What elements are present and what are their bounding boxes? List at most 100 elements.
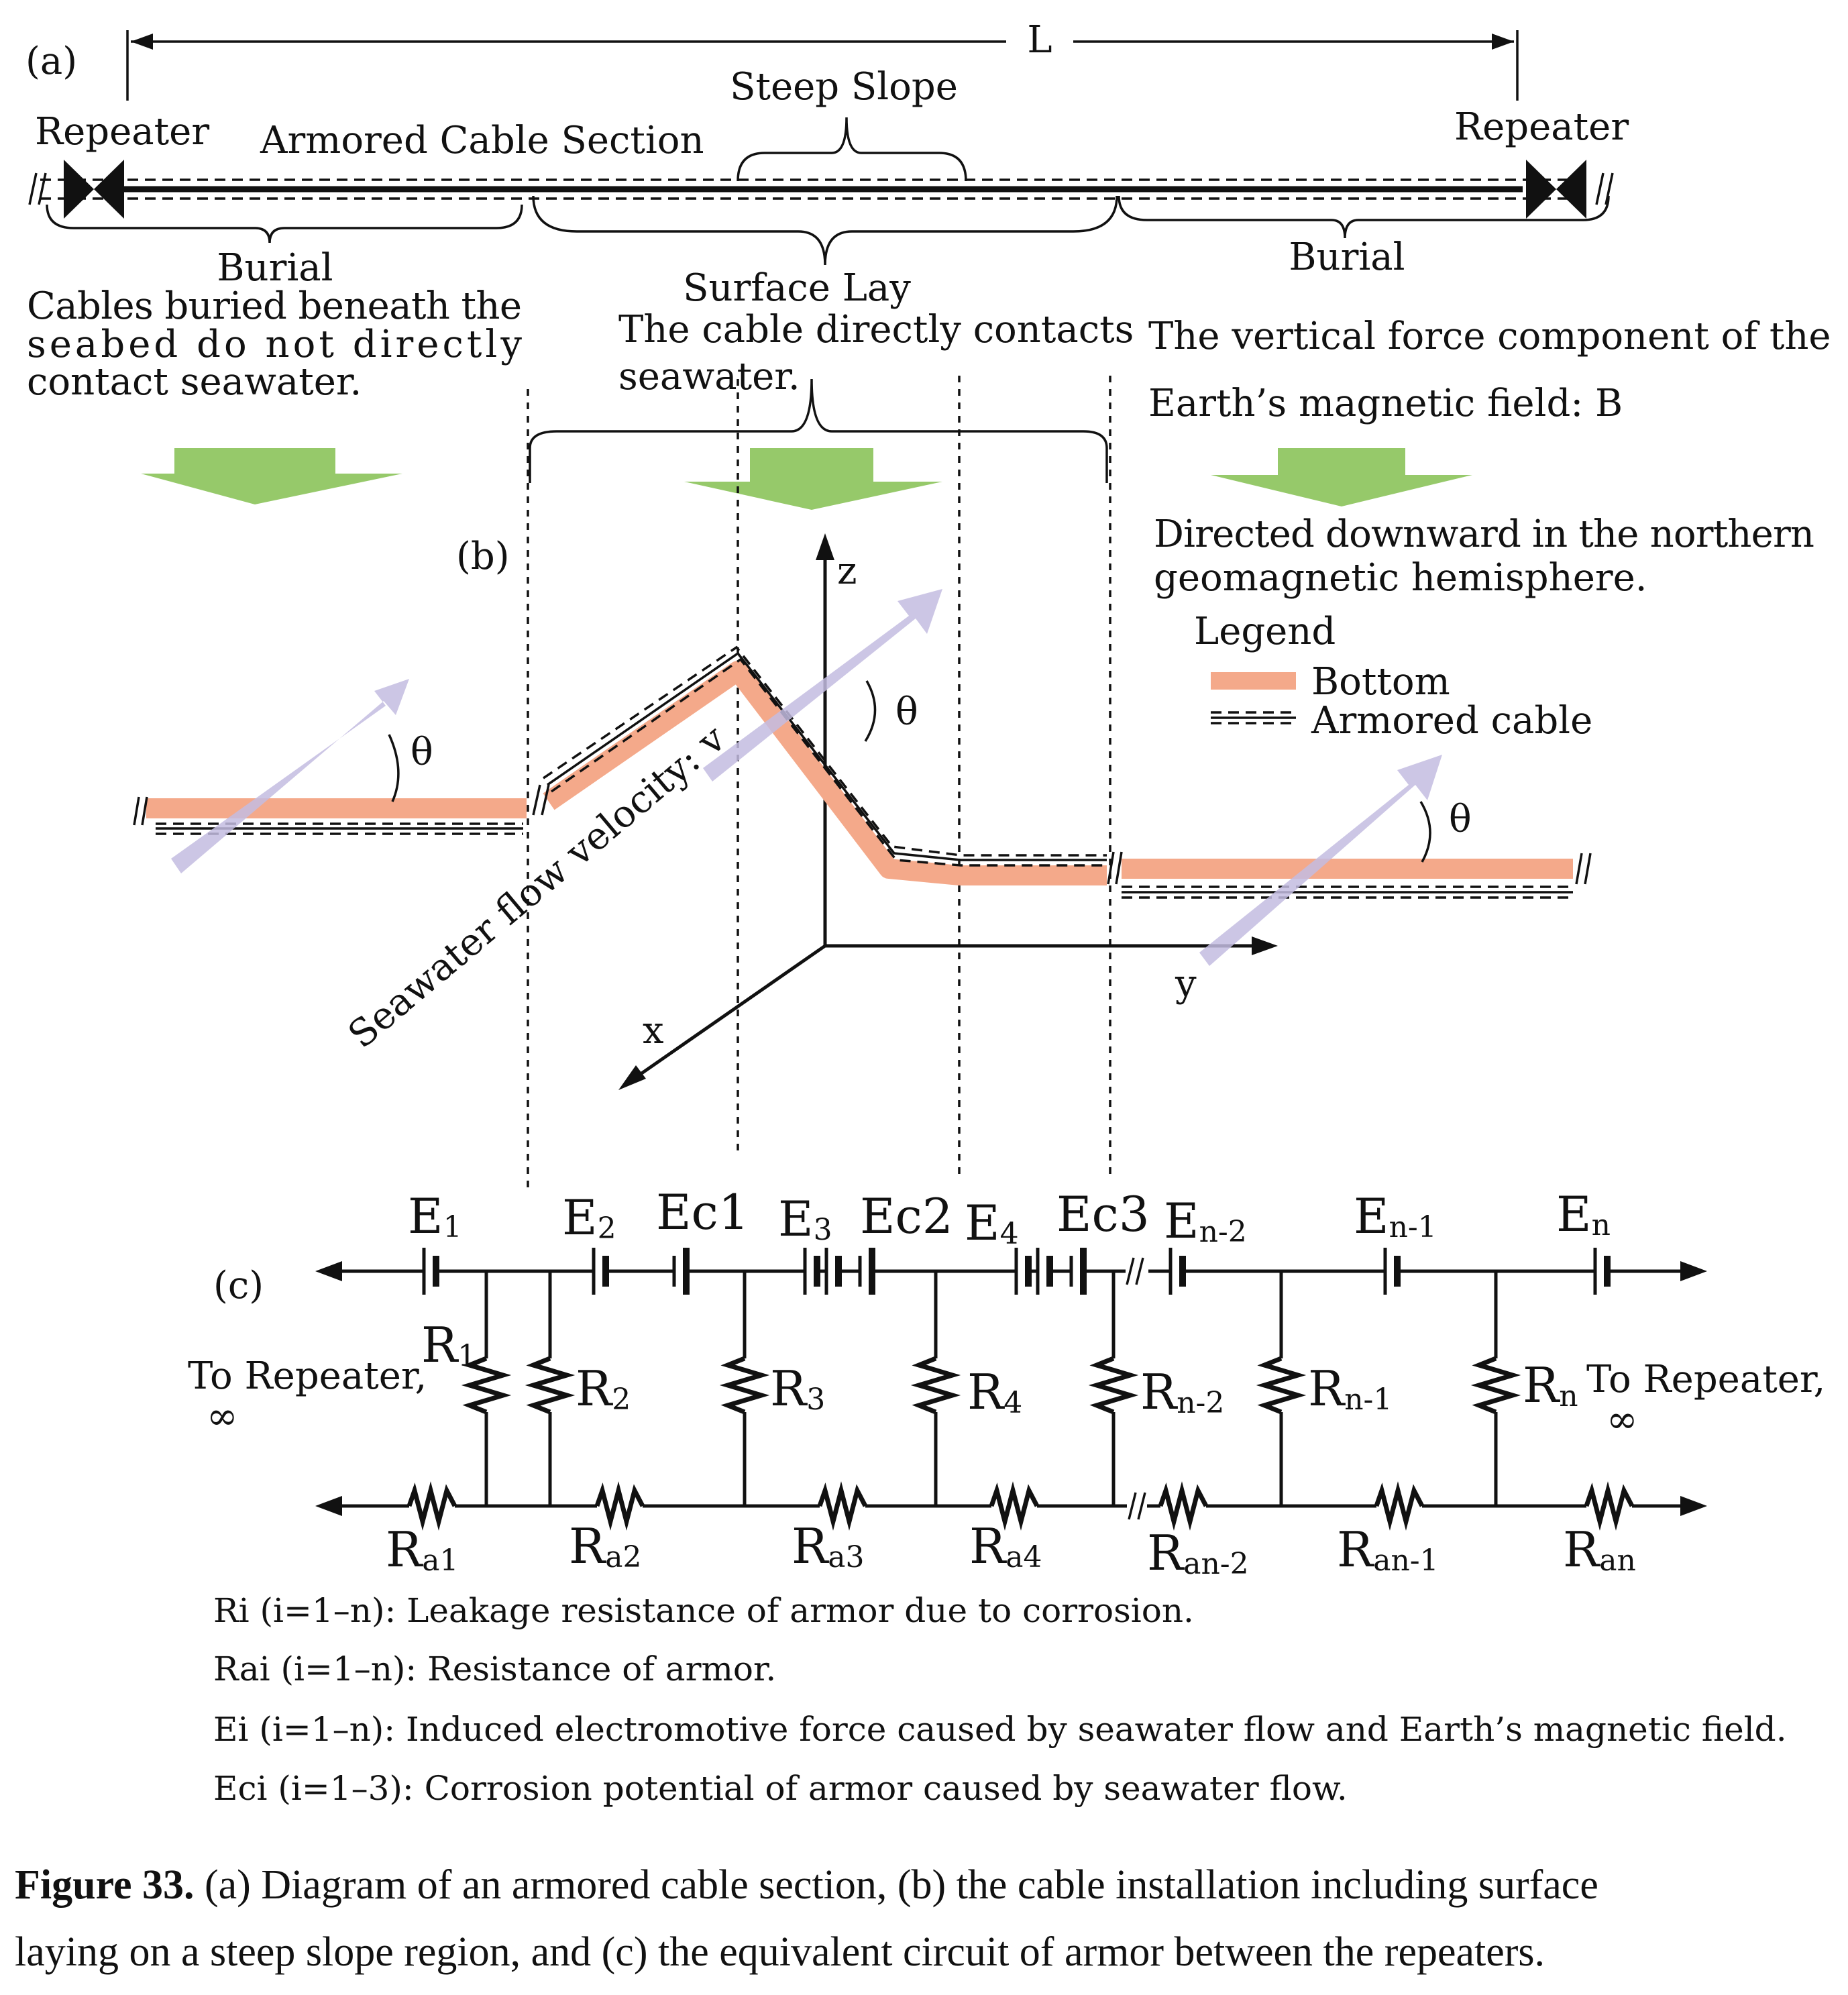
panel-a-label: (a) — [25, 40, 77, 83]
steep-slope-brace — [737, 117, 967, 182]
repeater-right-shape — [1526, 160, 1556, 219]
seabed-surface — [543, 661, 1107, 885]
caption-line-2: laying on a steep slope region, and (c) … — [15, 1929, 1545, 1975]
emf-e1 — [422, 1248, 439, 1295]
surface-desc-line-2: seawater. — [618, 355, 800, 398]
panel-b-label: (b) — [456, 535, 510, 578]
surface-lay-label: Surface Lay — [683, 266, 911, 310]
leakage-labels: R1 R2 R3 R4 Rn-2 Rn-1 Rn — [421, 1317, 1578, 1420]
x-axis-arrowhead — [618, 1065, 646, 1090]
top-break-mark — [1126, 1257, 1144, 1285]
cable-surface-dash-2 — [550, 657, 1107, 867]
emf-en — [1593, 1248, 1611, 1295]
theta-right: θ — [1449, 798, 1472, 841]
flow-arrow-left — [171, 679, 409, 873]
angle-arc-center — [864, 680, 877, 742]
repeater-right-shape-b — [1556, 160, 1586, 219]
emf-e2 — [592, 1248, 609, 1295]
emf-e3b — [824, 1248, 842, 1295]
emf-e4 — [1014, 1248, 1032, 1295]
leak-label-r3: R3 — [770, 1360, 825, 1417]
field-arrow-center — [684, 448, 942, 510]
burial-left-label: Burial — [217, 246, 333, 290]
leg-rn1 — [1256, 1271, 1307, 1506]
to-repeater-left: To Repeater, — [188, 1354, 427, 1398]
leg-r3 — [719, 1271, 770, 1506]
leg-rn — [1470, 1271, 1521, 1506]
armored-section-label: Armored Cable Section — [260, 119, 704, 162]
leg-rn2 — [1088, 1271, 1139, 1506]
repeater-left-label: Repeater — [35, 110, 209, 154]
steep-slope-label: Steep Slope — [730, 65, 958, 109]
leak-label-rn: Rn — [1523, 1357, 1578, 1413]
bottom-left-arrowhead — [315, 1496, 342, 1516]
theta-left: θ — [411, 731, 433, 774]
field-arrow-right — [1211, 448, 1472, 506]
field-desc-line-2: Earth’s magnetic field: B — [1148, 382, 1623, 425]
note-eci: Eci (i=1–3): Corrosion potential of armo… — [213, 1769, 1348, 1808]
emf-label-ec1: Ec1 — [656, 1184, 749, 1240]
emf-label-en2: En-2 — [1164, 1193, 1247, 1249]
break-surface-right — [1107, 851, 1123, 885]
armor-label-ran1: Ran-1 — [1337, 1521, 1439, 1578]
emf-sources — [422, 1248, 1611, 1295]
field-arrow-left — [141, 448, 402, 504]
armor-label-ra2: Ra2 — [569, 1518, 641, 1574]
length-arrowhead-left — [131, 34, 153, 50]
break-left-b — [133, 796, 148, 826]
leakage-resistors — [461, 1271, 1521, 1506]
bottom-break-mark — [1128, 1492, 1146, 1520]
repeater-left-shape — [64, 160, 94, 219]
legend-title: Legend — [1194, 610, 1336, 653]
armor-label-ran: Ran — [1563, 1521, 1636, 1578]
top-right-arrowhead — [1680, 1261, 1707, 1281]
armor-label-ra3: Ra3 — [792, 1518, 864, 1574]
burial-desc-line-1: Cables buried beneath the — [27, 284, 522, 328]
emf-labels: E1 E2 Ec1 E3 Ec2 E4 Ec3 En-2 En-1 En — [408, 1184, 1611, 1251]
burial-right-brace — [1118, 195, 1610, 239]
surface-lay-region-brace — [529, 378, 1108, 483]
emf-label-en1: En-1 — [1354, 1188, 1437, 1244]
to-repeater-right: To Repeater, — [1586, 1358, 1825, 1401]
armor-label-ra1: Ra1 — [386, 1521, 458, 1578]
bottom-right-arrowhead — [1680, 1496, 1707, 1516]
repeater-left-shape-b — [94, 160, 124, 219]
y-axis-arrowhead — [1252, 936, 1278, 955]
caption-line-1: Figure 33. (a) Diagram of an armored cab… — [15, 1862, 1598, 1908]
note-ei: Ei (i=1–n): Induced electromotive force … — [213, 1710, 1787, 1749]
leak-label-rn2: Rn-2 — [1140, 1364, 1224, 1420]
direction-line-2: geomagnetic hemisphere. — [1154, 556, 1647, 600]
emf-ec1 — [672, 1248, 690, 1295]
emf-e3 — [803, 1248, 820, 1295]
y-axis-label: y — [1175, 962, 1197, 1006]
note-rai: Rai (i=1–n): Resistance of armor. — [213, 1650, 776, 1688]
emf-label-e2: E2 — [562, 1189, 616, 1246]
theta-center: θ — [895, 690, 918, 734]
note-ri: Ri (i=1–n): Leakage resistance of armor … — [213, 1591, 1194, 1630]
infinity-left: ∞ — [207, 1395, 238, 1438]
burial-right-label: Burial — [1289, 235, 1405, 279]
break-surface-left — [532, 784, 550, 816]
armor-labels: Ra1 Ra2 Ra3 Ra4 Ran-2 Ran-1 Ran — [386, 1518, 1636, 1581]
emf-label-en: En — [1556, 1186, 1611, 1242]
repeater-right-label: Repeater — [1454, 105, 1629, 149]
field-desc-line-1: The vertical force component of the — [1148, 315, 1831, 358]
panel-c-label: (c) — [213, 1264, 264, 1307]
surface-lay-brace — [532, 195, 1118, 266]
emf-en1 — [1383, 1248, 1401, 1295]
direction-line-1: Directed downward in the northern — [1154, 513, 1814, 556]
emf-label-e4: E4 — [965, 1195, 1019, 1251]
break-right-b — [1575, 853, 1592, 885]
legend-cable-label: Armored cable — [1311, 699, 1592, 743]
z-axis-arrowhead — [816, 533, 834, 560]
emf-e4b — [1036, 1248, 1053, 1295]
length-label: L — [1027, 18, 1052, 62]
emf-label-e3: E3 — [778, 1191, 832, 1247]
top-left-arrowhead — [315, 1261, 342, 1281]
region-dividers — [527, 376, 1111, 1187]
flow-arrow-center — [703, 589, 942, 781]
infinity-right: ∞ — [1607, 1398, 1638, 1442]
surface-desc-line-1: The cable directly contacts — [618, 308, 1134, 352]
emf-ec2 — [858, 1248, 875, 1295]
